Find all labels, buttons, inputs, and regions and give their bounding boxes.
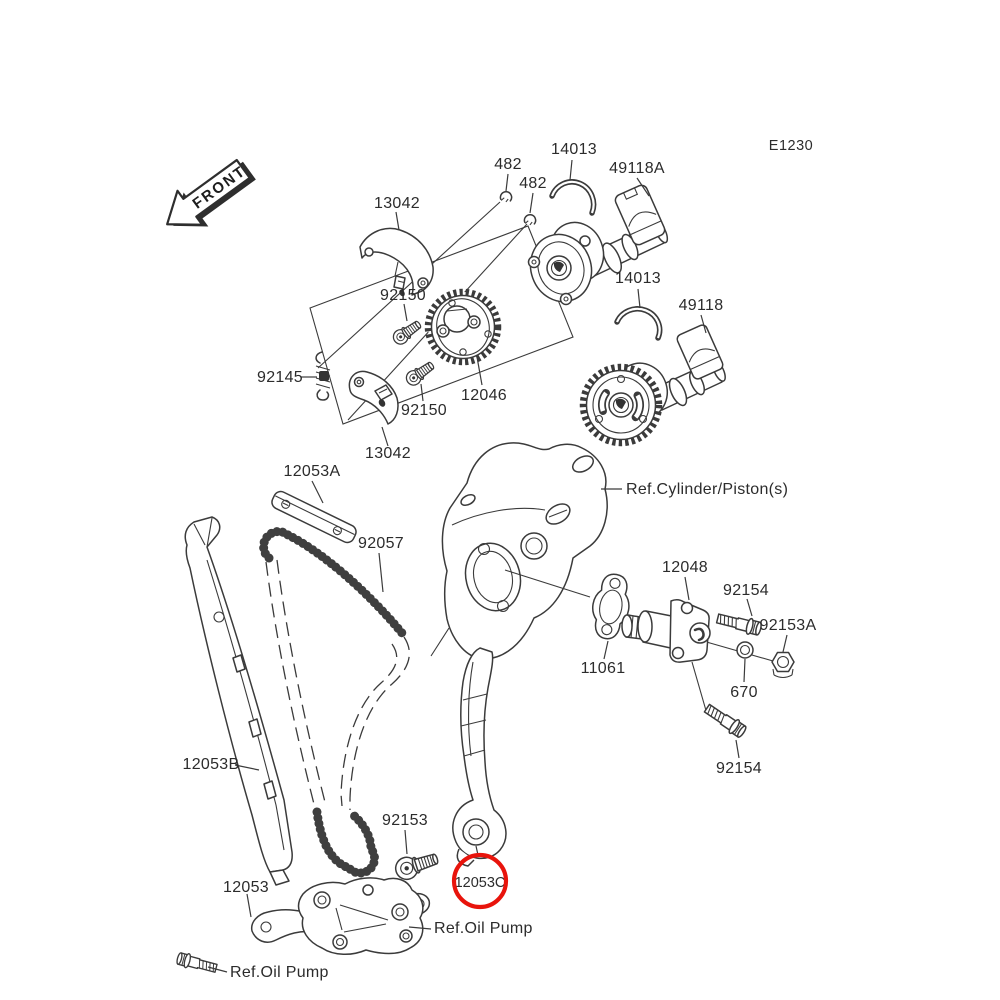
part-label-92153a: 92153A: [760, 617, 817, 634]
ref-label-oil-pump-2: Ref.Oil Pump: [230, 964, 329, 981]
leader-lines: [207, 159, 788, 973]
diagram-code: E1230: [769, 138, 813, 154]
part-label-92150-2: 92150: [401, 402, 447, 419]
part-label-13042-2: 13042: [365, 445, 411, 462]
part-label-14013-2: 14013: [615, 270, 661, 287]
camshaft-rear-assembly: [579, 324, 726, 447]
oring-670: [736, 641, 754, 659]
circlip-482-upper: [498, 189, 514, 204]
slipper-13042-upper: [359, 227, 434, 297]
cam-sprocket-12046: [424, 288, 502, 366]
slipper-13042-lower: [348, 370, 399, 425]
part-label-13042-top: 13042: [374, 195, 420, 212]
part-label-92154-1: 92154: [723, 582, 769, 599]
cam-chain-92057: [259, 527, 410, 878]
cylinder-outline: [430, 442, 608, 689]
bolt-92153: [394, 853, 439, 881]
bolt-oil-pump: [175, 950, 219, 976]
part-label-12053a: 12053A: [284, 463, 341, 480]
part-label-12053: 12053: [223, 879, 269, 896]
part-label-482-2: 482: [519, 175, 547, 192]
bolt-92150-lower: [402, 358, 438, 389]
nut-92153a: [771, 651, 795, 679]
part-label-670: 670: [730, 684, 758, 701]
bolt-92154-upper: [714, 609, 764, 638]
part-label-92057: 92057: [358, 535, 404, 552]
cam-sprocket-rear: [579, 363, 663, 447]
front-arrow: FRONT: [166, 158, 256, 227]
spring-92145: [315, 351, 331, 401]
part-label-12046: 12046: [461, 387, 507, 404]
part-label-92150-1: 92150: [380, 287, 426, 304]
tensioner-12048: [621, 598, 774, 715]
part-label-92154-2: 92154: [716, 760, 762, 777]
gasket-11061: [592, 573, 630, 640]
cam-holder-49118a: [614, 184, 666, 246]
cam-holder-49118: [676, 324, 724, 380]
part-label-14013-1: 14013: [551, 141, 597, 158]
part-labels: E1230 13042 482 482 14013 49118A 14013 4…: [183, 138, 817, 981]
tensioner-arm-12053c: [452, 647, 507, 867]
highlight-circle-12053c: [451, 852, 509, 910]
part-label-92145: 92145: [257, 369, 303, 386]
part-label-11061: 11061: [581, 660, 626, 677]
cam-chain-ring-14013-rear: [614, 306, 663, 341]
part-label-49118: 49118: [679, 297, 724, 314]
bolt-92154-lower: [701, 700, 749, 741]
part-label-12048: 12048: [662, 559, 708, 576]
ref-label-oil-pump-1: Ref.Oil Pump: [434, 920, 533, 937]
part-label-92153: 92153: [382, 812, 428, 829]
mount-plane-outline: [309, 225, 574, 425]
circlip-482-lower: [522, 212, 538, 227]
ref-label-cylinder: Ref.Cylinder/Piston(s): [626, 481, 788, 498]
cam-chain-ring-14013-front: [549, 179, 597, 216]
oil-pump-bracket: [297, 877, 424, 955]
camshaft-front-assembly: [527, 184, 669, 306]
part-label-12053b: 12053B: [183, 756, 240, 773]
part-label-49118a: 49118A: [609, 160, 665, 177]
part-label-482-1: 482: [494, 156, 522, 173]
part-label-12053c: 12053C: [455, 875, 506, 891]
chain-guide-12053b: [184, 516, 293, 886]
chain-guide-12053a: [271, 490, 357, 544]
